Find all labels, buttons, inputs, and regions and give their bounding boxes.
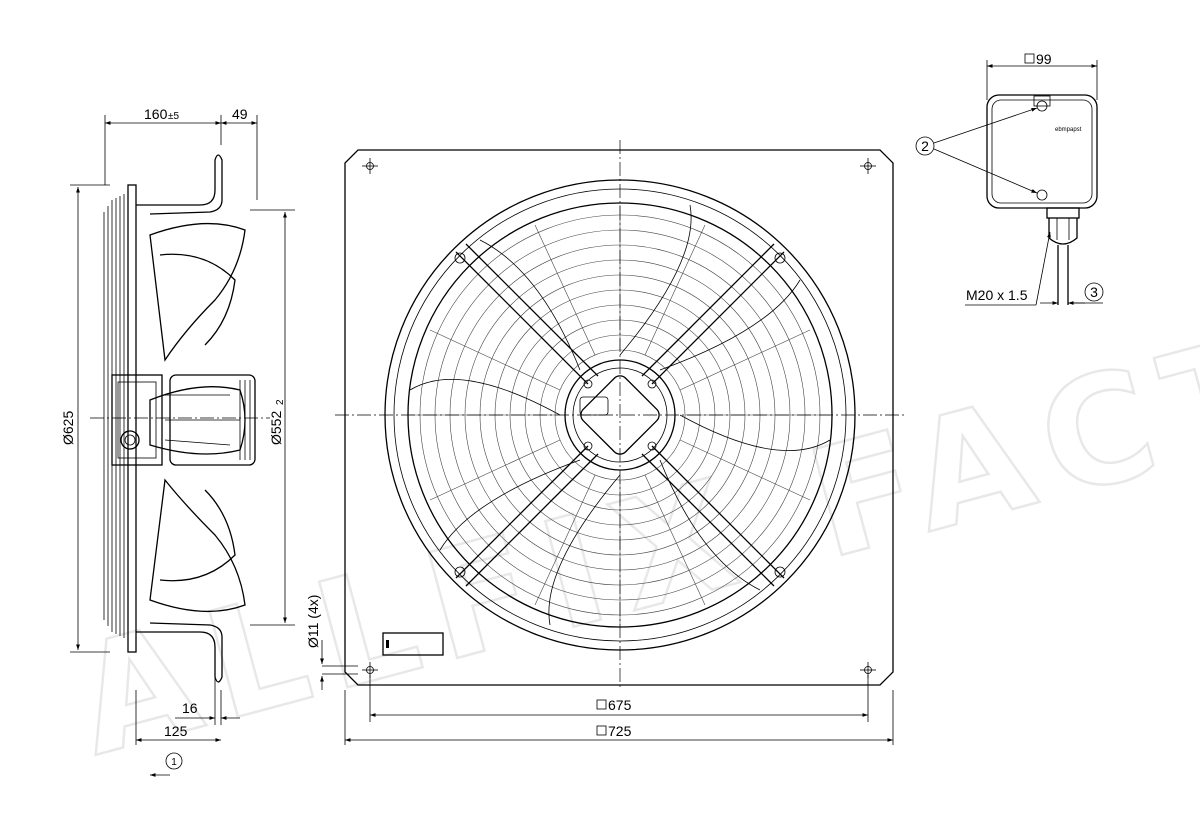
box-logo: ebmpapst bbox=[1055, 127, 1082, 133]
dim-inner-diameter: Ø552 bbox=[268, 411, 284, 445]
side-view: 160 ±5 49 Ø625 Ø552 2 bbox=[60, 106, 295, 777]
terminal-box-view: 99 ebmpapst 2 M20 x 1.5 3 bbox=[915, 51, 1104, 306]
dim-flange-125: 125 bbox=[164, 723, 188, 739]
nameplate bbox=[382, 632, 444, 656]
screw-callout-label: 2 bbox=[921, 138, 929, 154]
terminal-box bbox=[986, 94, 1098, 209]
box-screw-top bbox=[1036, 100, 1048, 112]
dim-outer-diameter: Ø625 bbox=[60, 411, 76, 445]
dim-inner-tolerance: 2 bbox=[275, 399, 286, 405]
cable-callout-label: 3 bbox=[1090, 284, 1098, 300]
box-screw-bottom bbox=[1036, 189, 1048, 201]
mounting-holes bbox=[362, 158, 876, 678]
airflow-callout-label: 1 bbox=[171, 757, 177, 768]
cable-callout bbox=[1084, 282, 1104, 302]
airflow-callout bbox=[165, 752, 183, 770]
dim-depth-160: 160 bbox=[144, 106, 168, 122]
screw-callout bbox=[915, 136, 935, 156]
cable-gland-size: M20 x 1.5 bbox=[966, 287, 1028, 303]
front-view: Ø11 (4x) 675 725 bbox=[305, 140, 905, 745]
dim-plate-size: 725 bbox=[608, 723, 632, 739]
dim-hole-spacing: 675 bbox=[608, 697, 632, 713]
dim-hole-diameter: Ø11 (4x) bbox=[305, 595, 321, 648]
dim-box-width: 99 bbox=[1036, 51, 1052, 67]
dim-flange-16: 16 bbox=[182, 700, 198, 716]
dim-depth-tolerance: ±5 bbox=[168, 111, 179, 122]
dim-depth-49: 49 bbox=[232, 106, 248, 122]
